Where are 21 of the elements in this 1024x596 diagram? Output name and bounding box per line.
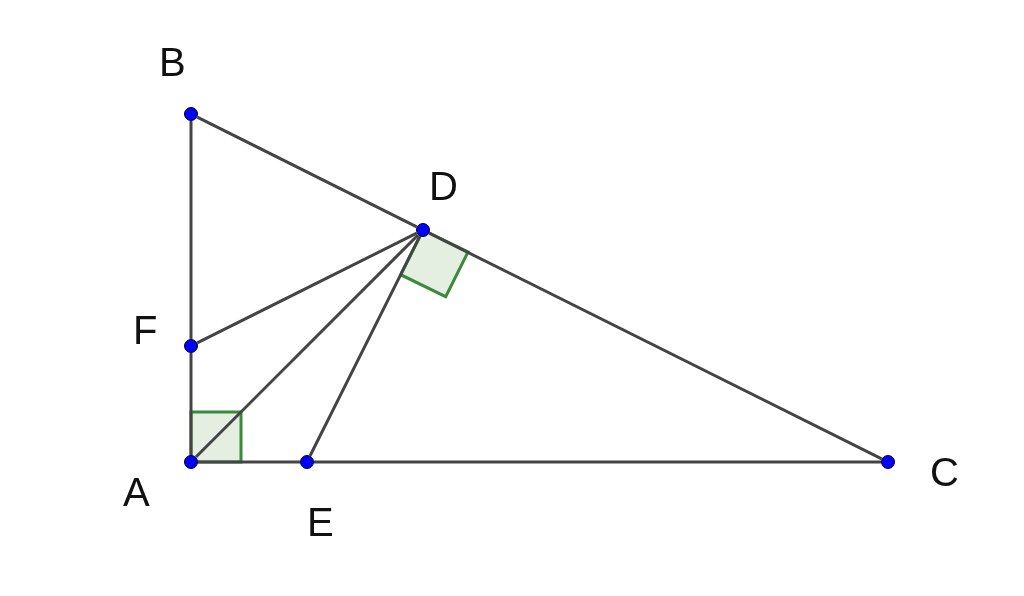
line-segment [196,115,418,229]
point-label: C [930,450,959,494]
point-dot [184,339,198,353]
point-label: D [429,164,458,208]
point-dot [881,455,895,469]
line-segment [189,353,193,455]
line-segment [198,460,300,464]
point-dot [184,107,198,121]
point-label: A [123,470,150,514]
line-segment [194,233,420,459]
point-dot [300,455,314,469]
point-dot [184,455,198,469]
line-segment [314,460,881,464]
point-label: B [159,40,186,84]
point-label: F [133,308,158,352]
point-dot [416,223,430,237]
line-segment [428,231,883,461]
point-label: E [307,500,334,544]
line-segment [189,121,193,339]
line-segment [308,235,422,457]
line-segment [196,231,418,345]
